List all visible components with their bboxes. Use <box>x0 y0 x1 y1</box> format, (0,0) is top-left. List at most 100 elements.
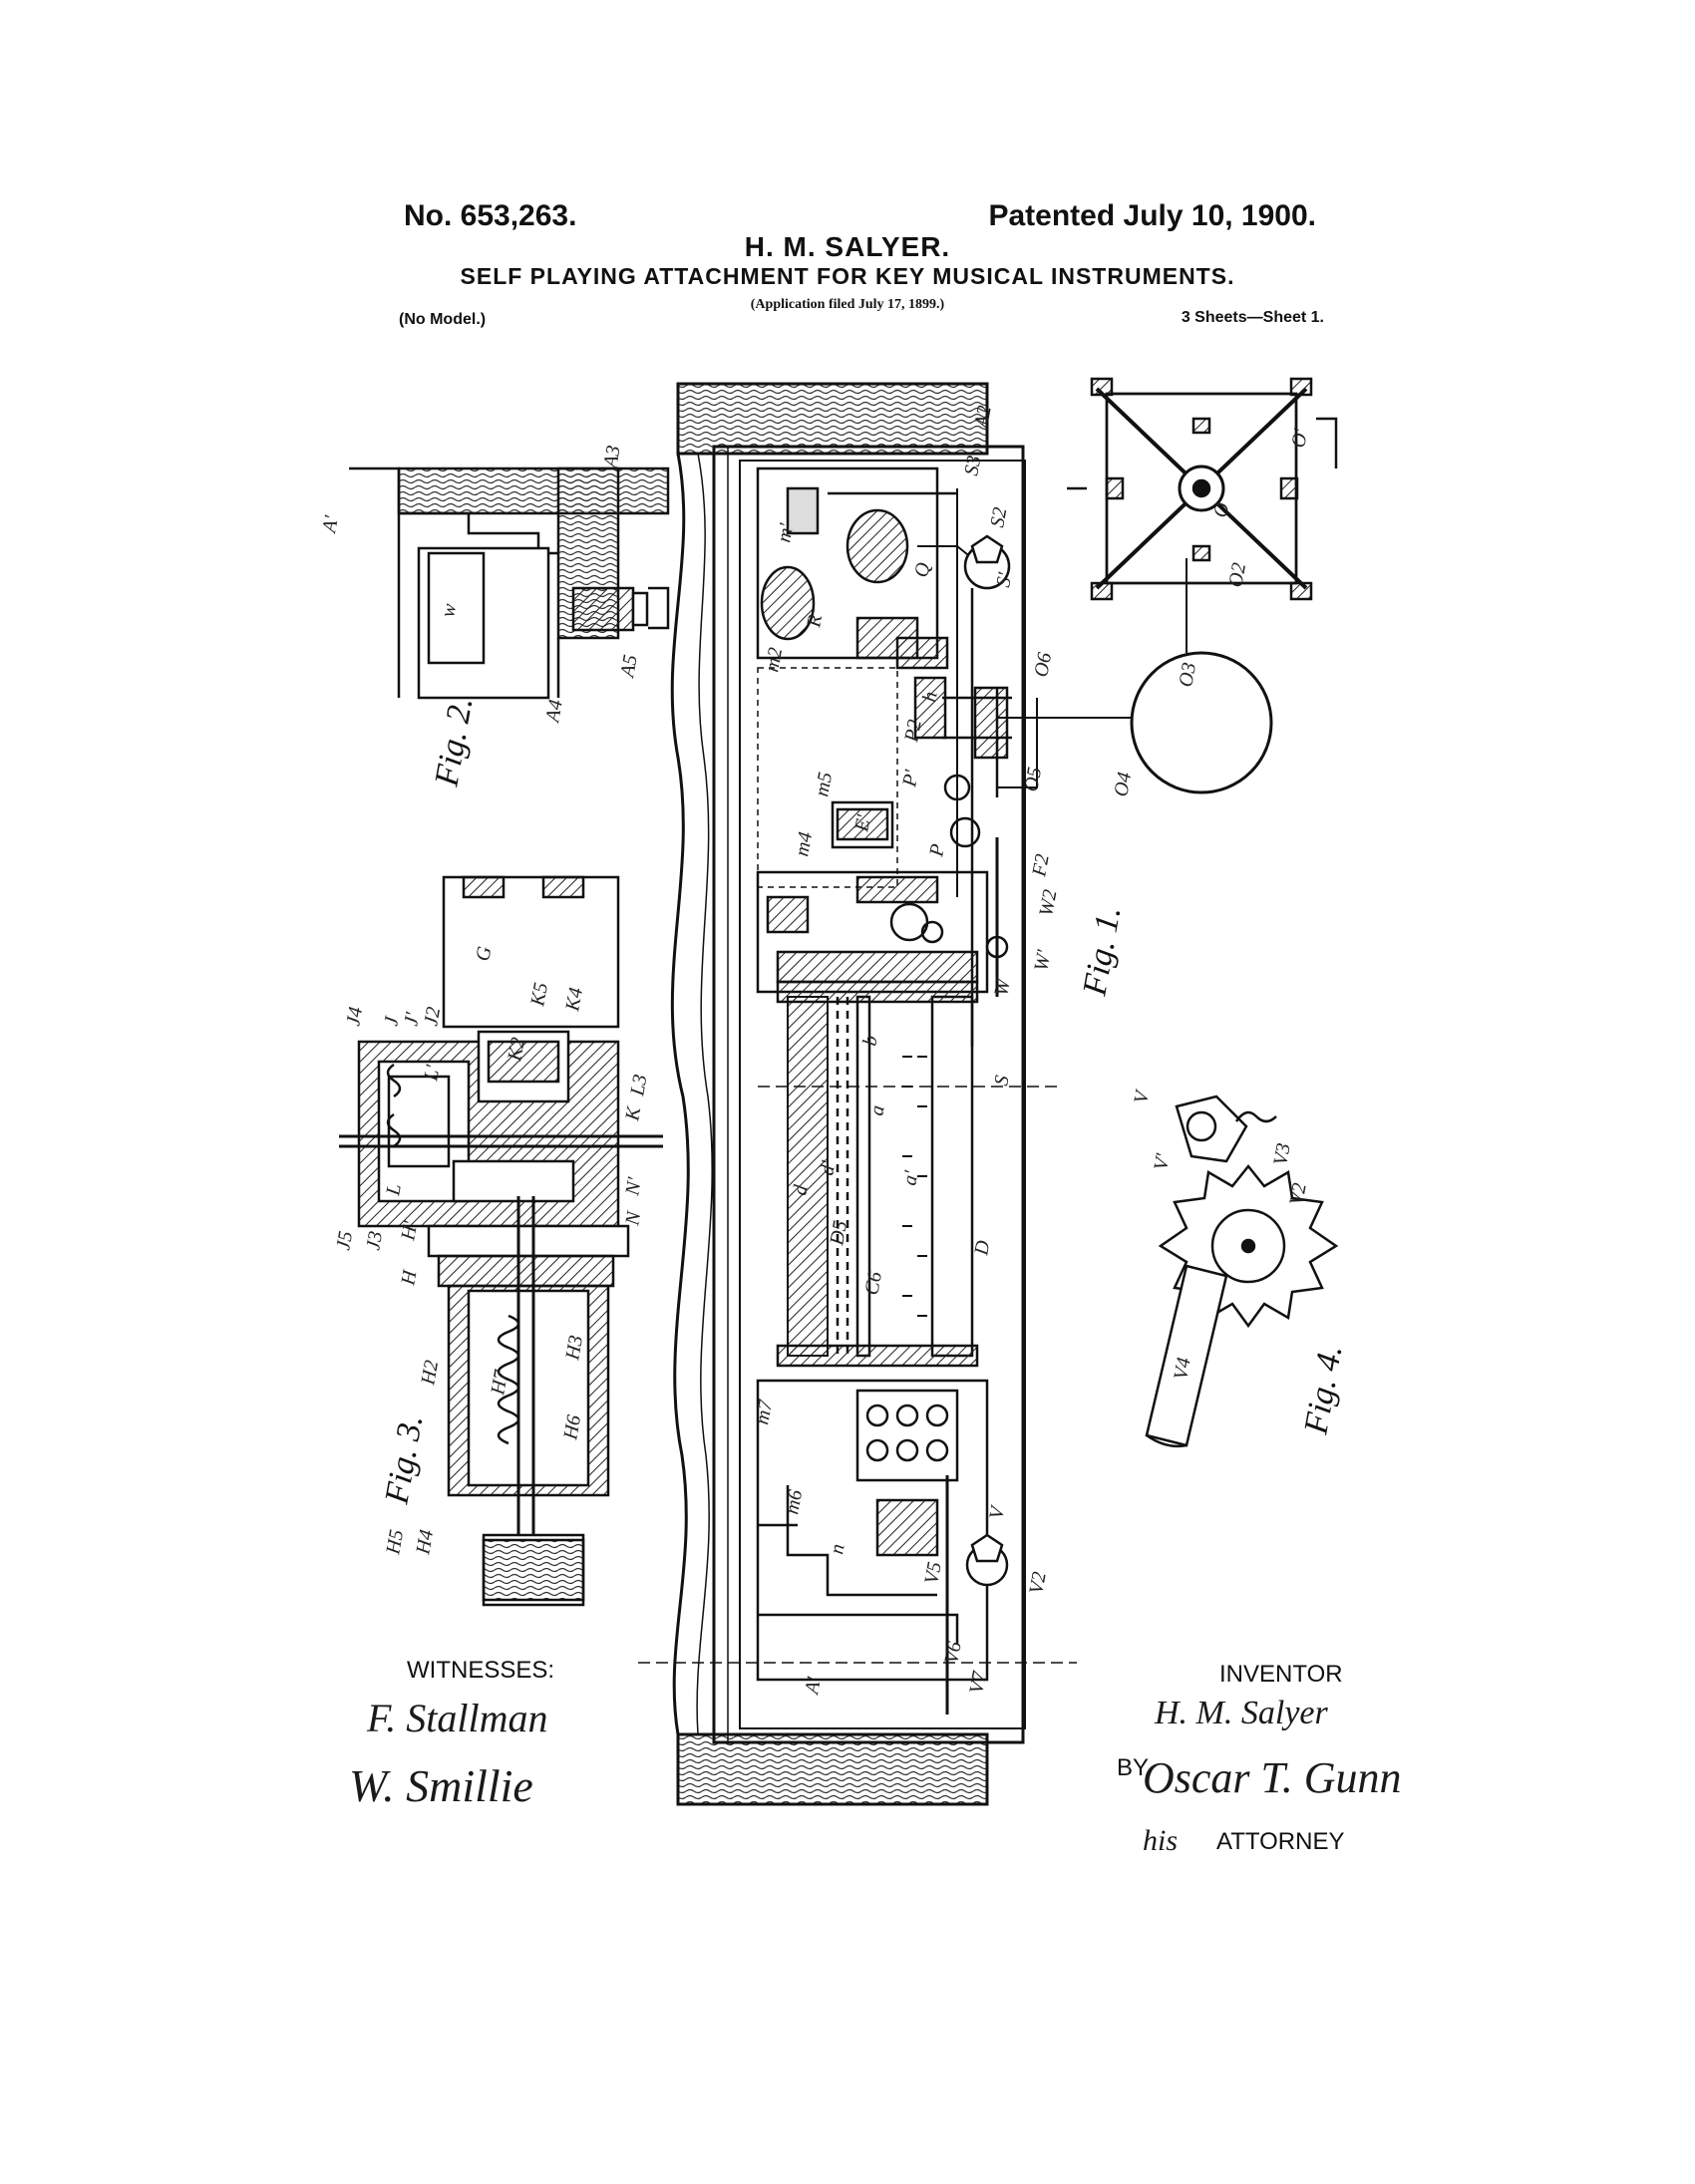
ref-letter: N <box>621 1208 645 1228</box>
ref-letter: P' <box>898 768 923 789</box>
patent-date: Patented July 10, 1900. <box>988 199 1316 232</box>
ref-letter: G <box>472 944 496 963</box>
ref-letter: S <box>990 1074 1013 1088</box>
ref-letter: V' <box>1150 1151 1175 1172</box>
attorney-signature: Oscar T. Gunn <box>1143 1753 1402 1802</box>
ref-letter: A' <box>801 1675 826 1698</box>
ref-letter: V <box>985 1502 1009 1521</box>
witness-signature-1: F. Stallman <box>367 1696 548 1740</box>
fig1-label: Fig. 1. <box>1076 904 1128 1000</box>
fig3-drawing <box>339 875 663 1607</box>
ref-letter: Q <box>910 560 934 579</box>
ref-letter: W2 <box>1035 888 1061 918</box>
fig4-label: Fig. 4. <box>1297 1343 1349 1438</box>
ref-letter: V3 <box>1269 1141 1295 1167</box>
ref-letter: K4 <box>561 986 587 1014</box>
ref-letter: S2 <box>986 505 1011 529</box>
ref-letter: A3 <box>599 444 625 471</box>
ref-letter: A5 <box>616 653 642 681</box>
ref-letter: H <box>397 1267 422 1288</box>
ref-letter: L3 <box>626 1073 652 1098</box>
ref-letter: J4 <box>342 1005 367 1027</box>
ref-letter: m4 <box>791 830 817 858</box>
attorney-label: ATTORNEY <box>1216 1828 1345 1855</box>
fig2-reference-letters: A' A3 A4 A5 w <box>318 444 642 726</box>
ref-letter: O3 <box>1175 661 1200 689</box>
ref-letter: J' <box>400 1010 424 1027</box>
fig1-reference-letters: A2 S S' S2 S3 Q R m' m2 m5 m4 P P' P2 h … <box>751 404 1312 1698</box>
his-label: his <box>1143 1824 1179 1857</box>
ref-letter: m7 <box>751 1398 777 1426</box>
ref-letter: K <box>621 1103 645 1123</box>
ref-letter: h <box>918 690 941 704</box>
fig2-drawing <box>349 467 670 700</box>
ref-letter: W' <box>1030 948 1055 973</box>
by-label: BY <box>1117 1754 1150 1781</box>
ref-letter: D5 <box>826 1219 851 1248</box>
ref-letter: O2 <box>1224 561 1250 589</box>
ref-letter: V7 <box>965 1669 991 1696</box>
ref-letter: V2 <box>1285 1181 1311 1207</box>
float-ball <box>1130 558 1273 794</box>
ref-letter: R <box>803 613 827 630</box>
ref-letter: m2 <box>761 646 787 674</box>
ref-letter: b <box>858 1034 881 1048</box>
ref-letter: N' <box>621 1175 646 1198</box>
star-valve-drawing <box>1067 377 1338 601</box>
fig3-reference-letters: G K K4 K5 K2 J J' J2 J3 J4 J5 L L' L3 N … <box>332 944 651 1557</box>
ref-letter: m5 <box>811 771 837 798</box>
ref-letter: V2 <box>1025 1570 1051 1596</box>
fig3-label: Fig. 3. <box>378 1412 430 1508</box>
ref-letter: H3 <box>561 1334 587 1363</box>
sheet-count: 3 Sheets—Sheet 1. <box>1181 309 1324 326</box>
ref-letter: m6 <box>781 1488 807 1516</box>
ref-letter: J3 <box>362 1229 387 1251</box>
ref-letter: K5 <box>526 981 552 1009</box>
ref-letter: H' <box>397 1219 422 1243</box>
fig4-drawing <box>1145 1094 1339 1448</box>
fig4-reference-letters: V V' V2 V3 V4 <box>1130 1087 1311 1382</box>
ref-letter: H2 <box>417 1359 443 1388</box>
ref-letter: A' <box>318 513 343 536</box>
ref-letter: H7 <box>487 1368 512 1398</box>
no-model-note: (No Model.) <box>399 311 487 328</box>
inventor-label: INVENTOR <box>1219 1661 1343 1688</box>
ref-letter: D <box>970 1238 994 1258</box>
ref-letter: W <box>990 975 1015 998</box>
fig1-drawing <box>638 382 1137 1806</box>
ref-letter: V6 <box>940 1640 966 1666</box>
ref-letter: F2 <box>1028 852 1054 879</box>
ref-letter: L <box>382 1182 406 1198</box>
ref-letter: a <box>865 1103 888 1117</box>
ref-letter: w <box>437 601 461 619</box>
ref-letter: K2 <box>504 1036 529 1064</box>
ref-letter: A4 <box>541 698 567 726</box>
ref-letter: H6 <box>559 1413 585 1442</box>
ref-letter: L' <box>420 1063 445 1084</box>
ref-letter: O4 <box>1110 771 1136 798</box>
ref-letter: A2 <box>970 404 996 432</box>
ref-letter: J5 <box>332 1229 357 1251</box>
ref-letter: J2 <box>420 1005 445 1027</box>
inventor-signature: H. M. Salyer <box>1155 1695 1328 1731</box>
patent-number: No. 653,263. <box>404 199 577 232</box>
ref-letter: H4 <box>412 1528 438 1557</box>
ref-letter: V4 <box>1170 1356 1195 1382</box>
fig2-label: Fig. 2. <box>428 695 480 790</box>
ref-letter: S' <box>992 570 1016 589</box>
ref-letter: C6 <box>860 1270 886 1297</box>
ref-letter: O5 <box>1020 766 1046 793</box>
ref-letter: E' <box>850 812 875 834</box>
ref-letter: d' <box>816 1158 840 1177</box>
witness-signature-2: W. Smillie <box>349 1760 533 1811</box>
ref-letter: V5 <box>920 1560 946 1586</box>
inventor-heading: H. M. SALYER. <box>744 231 951 262</box>
ref-letter: a' <box>898 1168 922 1187</box>
ref-letter: O6 <box>1030 651 1056 679</box>
ref-letter: S3 <box>960 454 985 477</box>
application-date: (Application filed July 17, 1899.) <box>750 297 945 312</box>
ref-letter: P2 <box>900 718 926 745</box>
patent-title: SELF PLAYING ATTACHMENT FOR KEY MUSICAL … <box>460 263 1235 289</box>
